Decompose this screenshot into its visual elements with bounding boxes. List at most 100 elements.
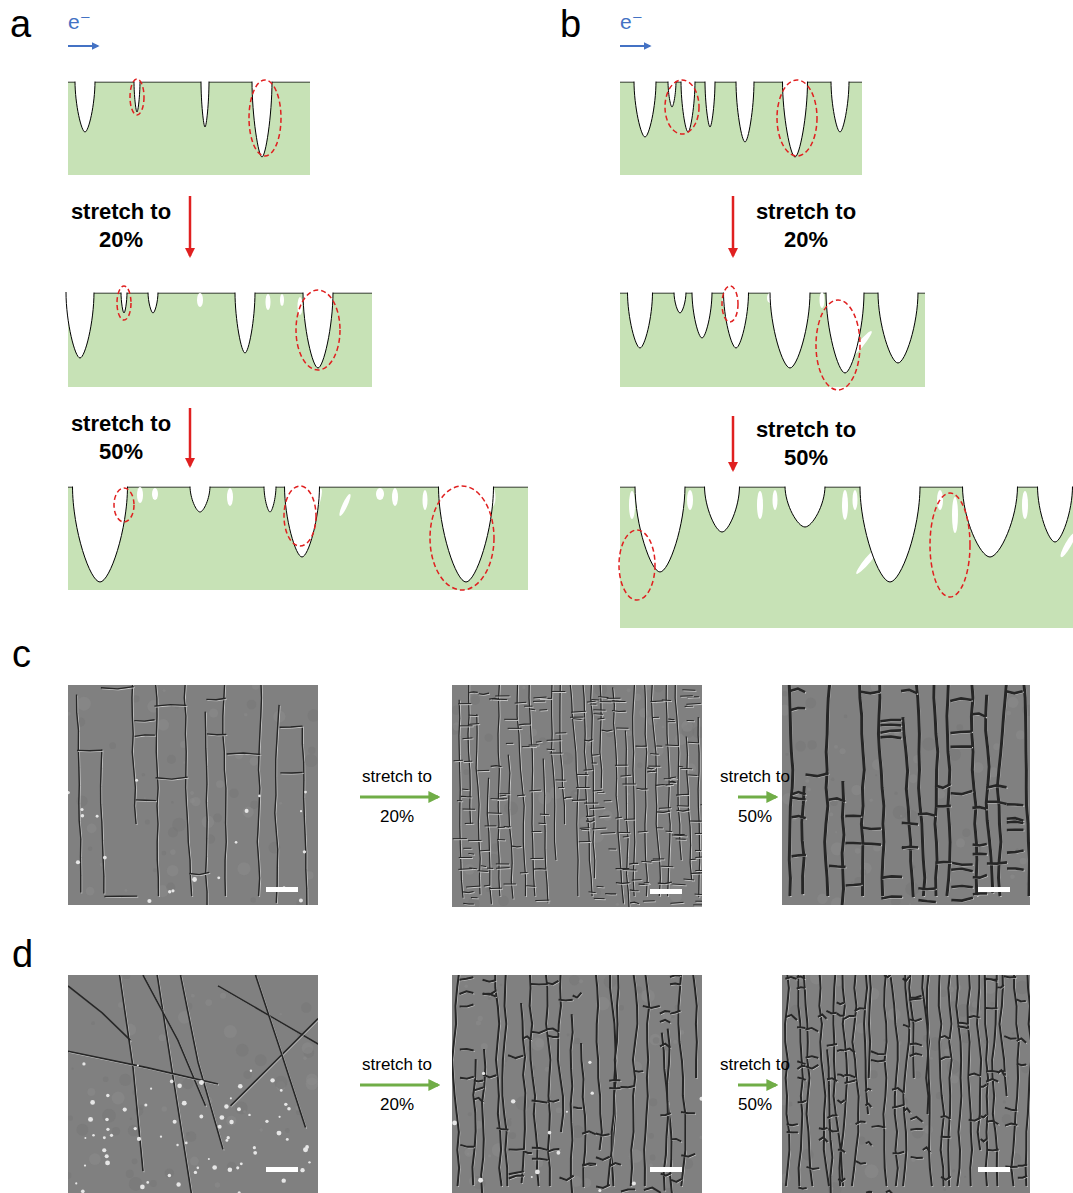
cross-section [68, 484, 528, 590]
crack [878, 292, 918, 363]
crack [285, 486, 320, 557]
micro-crack [1022, 491, 1028, 519]
highlight-ring [249, 80, 281, 156]
highlight-ring [722, 286, 738, 322]
cross-section [620, 79, 862, 175]
crack [264, 486, 276, 512]
sem-image [452, 975, 702, 1193]
highlight-ring [296, 290, 340, 370]
crack [705, 81, 715, 127]
sem-image [782, 975, 1030, 1193]
substrate [68, 293, 372, 387]
crack [692, 292, 712, 338]
sem-image [68, 975, 318, 1193]
sem-image [782, 685, 1030, 905]
scale-bar [650, 1167, 682, 1172]
substrate [620, 293, 925, 387]
sem-image [452, 685, 702, 907]
cross-section [68, 79, 310, 175]
substrate [68, 82, 310, 175]
micro-crack [820, 292, 825, 308]
crack [634, 81, 656, 137]
crack [831, 81, 849, 132]
micro-crack [376, 488, 384, 500]
process-arrow [189, 196, 192, 256]
highlight-ring [930, 493, 970, 597]
scale-bar [266, 1167, 298, 1172]
substrate [620, 82, 862, 175]
micro-crack [392, 488, 398, 506]
micro-crack [842, 490, 848, 520]
process-arrow [732, 196, 735, 256]
crack [860, 486, 920, 582]
step-label: stretch to 20% [745, 198, 867, 254]
crack [66, 292, 94, 358]
scale-bar [650, 889, 682, 894]
process-arrow [738, 796, 776, 799]
crack [201, 81, 209, 127]
micro-crack [687, 490, 693, 510]
crack [235, 292, 255, 353]
substrate [620, 487, 1073, 628]
highlight-ring [777, 80, 817, 156]
micro-crack [227, 488, 233, 506]
crack [190, 486, 210, 512]
crack [121, 292, 127, 313]
highlight-ring [130, 79, 144, 115]
crack [674, 292, 686, 313]
crack [770, 292, 810, 368]
crack [785, 486, 825, 527]
panel-letter: b [560, 2, 581, 46]
micro-crack [423, 490, 428, 510]
panel-letter: a [10, 2, 31, 46]
process-arrow [360, 796, 438, 799]
micro-crack [952, 497, 958, 533]
micro-crack [197, 293, 203, 307]
cross-section [619, 484, 1073, 628]
process-arrow [732, 416, 735, 470]
crack [1038, 486, 1073, 542]
crack [73, 486, 128, 582]
crack [705, 486, 740, 532]
scale-bar [978, 887, 1010, 892]
process-arrow [360, 1084, 438, 1087]
crack [628, 292, 653, 348]
panel-letter: c [12, 632, 31, 676]
step-label: stretch to 50% [720, 757, 790, 837]
micro-crack [152, 488, 158, 500]
scale-bar [978, 1167, 1010, 1172]
highlight-ring [114, 488, 134, 522]
micro-crack [853, 490, 858, 510]
micro-crack [629, 491, 635, 519]
electron-arrow [620, 45, 650, 47]
crack [252, 81, 272, 157]
crack [668, 81, 676, 107]
crack [439, 486, 494, 582]
micro-crack [757, 491, 763, 519]
highlight-ring [284, 486, 316, 546]
electron-label: e⁻ [620, 10, 643, 34]
highlight-ring [117, 286, 131, 320]
crack [736, 81, 754, 142]
crack [963, 486, 1018, 557]
step-label: stretch to 50% [745, 416, 867, 472]
scale-bar [266, 887, 298, 892]
highlight-ring [665, 80, 699, 134]
micro-crack [137, 487, 143, 503]
crack [635, 486, 685, 572]
electron-arrow [68, 45, 98, 47]
process-arrow [189, 408, 192, 466]
step-label: stretch to 50% [720, 1045, 790, 1125]
highlight-ring [619, 530, 655, 600]
process-arrow [738, 1084, 776, 1087]
surface-line [68, 82, 310, 83]
micro-crack [266, 294, 271, 310]
step-label: stretch to 20% [362, 757, 432, 837]
panel-letter: d [12, 932, 33, 976]
crack [783, 81, 808, 157]
cross-section [620, 286, 925, 390]
micro-crack [773, 490, 778, 510]
substrate [68, 487, 528, 590]
